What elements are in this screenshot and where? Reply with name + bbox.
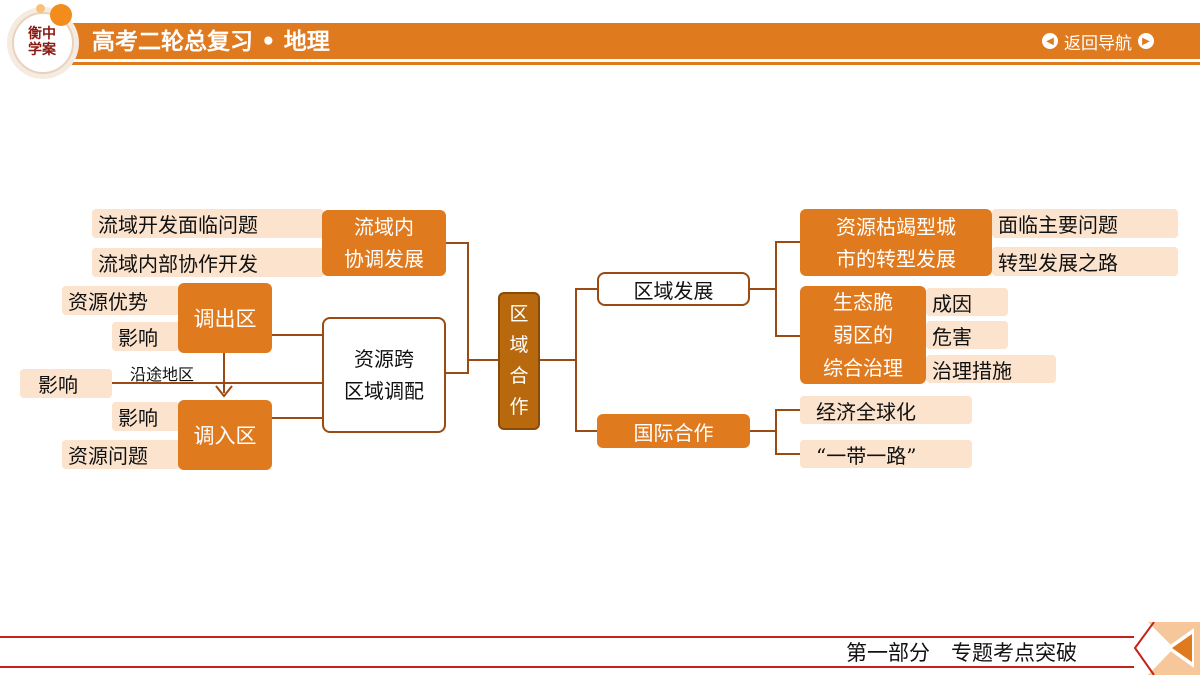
regional-development-node: 区域发展 <box>597 272 750 306</box>
fragile-item-2: 危害 <box>926 321 1008 349</box>
transit-effect: 影响 <box>20 369 112 398</box>
footer-section-title: 第一部分 专题考点突破 <box>846 641 1077 665</box>
international-cooperation-node: 国际合作 <box>597 414 750 448</box>
intl-item-1: 经济全球化 <box>800 396 972 424</box>
transit-label: 沿途地区 <box>130 365 195 384</box>
out-region-item-2: 影响 <box>112 322 180 351</box>
footer-chevron-icon[interactable] <box>1134 622 1200 675</box>
logo-text: 衡中 学案 <box>28 26 56 58</box>
arrow-left-icon: ◀ <box>1042 33 1058 49</box>
resource-city-item-2: 转型发展之路 <box>992 247 1178 276</box>
footer-line-bottom <box>0 666 1140 668</box>
watershed-item-1: 流域开发面临问题 <box>92 209 324 238</box>
in-region-item-1: 影响 <box>112 402 180 431</box>
resource-city-item-1: 面临主要问题 <box>992 209 1178 238</box>
logo-dot-small <box>36 4 45 13</box>
footer-line-top <box>0 636 1140 638</box>
logo-dot <box>50 4 72 26</box>
header-bar <box>72 23 1200 59</box>
out-region-node: 调出区 <box>178 283 272 353</box>
fragile-ecology-node: 生态脆 弱区的 综合治理 <box>800 286 926 384</box>
in-region-node: 调入区 <box>178 400 272 470</box>
in-region-item-2: 资源问题 <box>62 440 180 469</box>
resource-city-node: 资源枯竭型城 市的转型发展 <box>800 209 992 276</box>
watershed-node: 流域内 协调发展 <box>322 210 446 276</box>
intl-item-2: “一带一路” <box>800 440 972 468</box>
out-region-item-1: 资源优势 <box>62 286 180 315</box>
back-navigation-label: 返回导航 <box>1064 33 1132 54</box>
fragile-item-1: 成因 <box>926 288 1008 316</box>
fragile-item-3: 治理措施 <box>926 355 1056 383</box>
watershed-item-2: 流域内部协作开发 <box>92 248 324 277</box>
page-title: 高考二轮总复习 • 地理 <box>92 29 330 55</box>
hub-resource-allocation: 资源跨 区域调配 <box>322 317 446 433</box>
header-underline <box>72 62 1200 65</box>
center-node-regional-cooperation: 区 域 合 作 <box>498 292 540 430</box>
arrow-right-icon: ▶ <box>1138 33 1154 49</box>
back-navigation-button[interactable]: ◀ 返回导航 ▶ <box>1042 29 1154 54</box>
